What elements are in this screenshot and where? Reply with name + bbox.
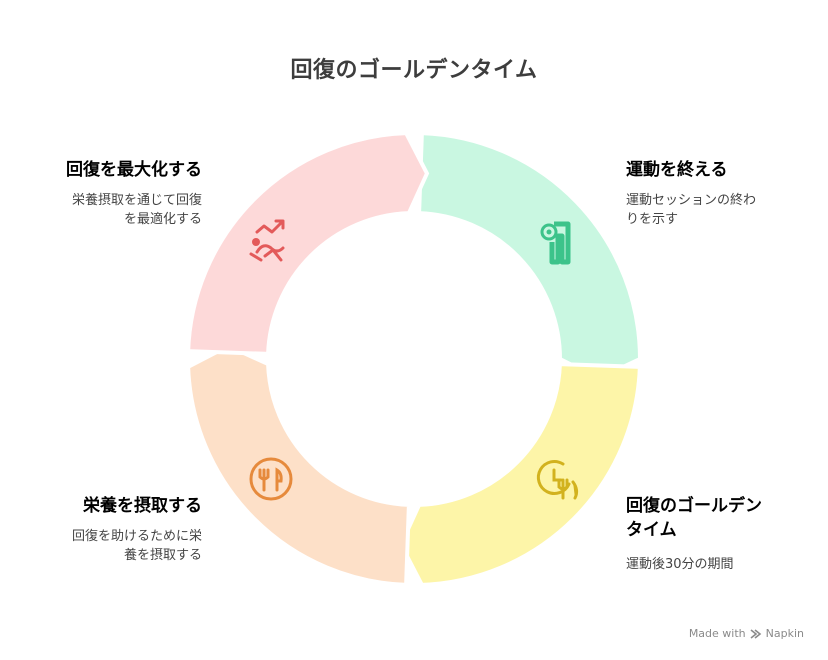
credit-made-with: Made with (688, 627, 746, 640)
credit: Made with Napkin (689, 627, 804, 640)
step-end-description: 運動セッションの終わ りを示す (626, 191, 756, 229)
segment-maximize (186, 131, 430, 356)
step-nutrition-heading: 栄養を摂取する (83, 496, 202, 516)
step-golden-description: 運動後30分の期間 (626, 555, 734, 574)
segment-nutrition (186, 343, 411, 587)
step-maximize-heading: 回復を最大化する (66, 160, 202, 180)
napkin-logo-icon (750, 628, 761, 639)
page-title: 回復のゴールデンタイム (290, 58, 538, 83)
step-golden-heading: 回復のゴールデン タイム (626, 494, 762, 542)
segment-end (417, 131, 643, 381)
desc-line: 運動セッションの終わ (626, 193, 757, 208)
step-maximize-description: 栄養摂取を通じて回復 を最適化する (0, 191, 202, 229)
desc-line: を最適化する (123, 212, 202, 227)
desc-line: 栄養摂取を通じて回復 (71, 193, 202, 208)
step-nutrition-description: 回復を助けるために栄 養を摂取する (0, 527, 202, 565)
desc-line: 回復を助けるために栄 (71, 529, 202, 544)
segment-golden (398, 362, 642, 587)
desc-line: 養を摂取する (123, 548, 202, 563)
plate-fork-knife-icon (249, 457, 293, 501)
exercise-stretch-icon (540, 221, 571, 265)
desc-line: りを示す (626, 212, 679, 227)
desc-line: 運動後30分の期間 (626, 557, 734, 572)
heading-line: タイム (626, 520, 677, 540)
recovery-growth-icon (249, 219, 285, 262)
cycle-ring (186, 131, 643, 587)
heading-line: 回復のゴールデン (626, 496, 762, 516)
credit-brand: Napkin (765, 627, 804, 640)
clock-fork-icon (536, 459, 579, 500)
step-end-heading: 運動を終える (626, 160, 728, 180)
